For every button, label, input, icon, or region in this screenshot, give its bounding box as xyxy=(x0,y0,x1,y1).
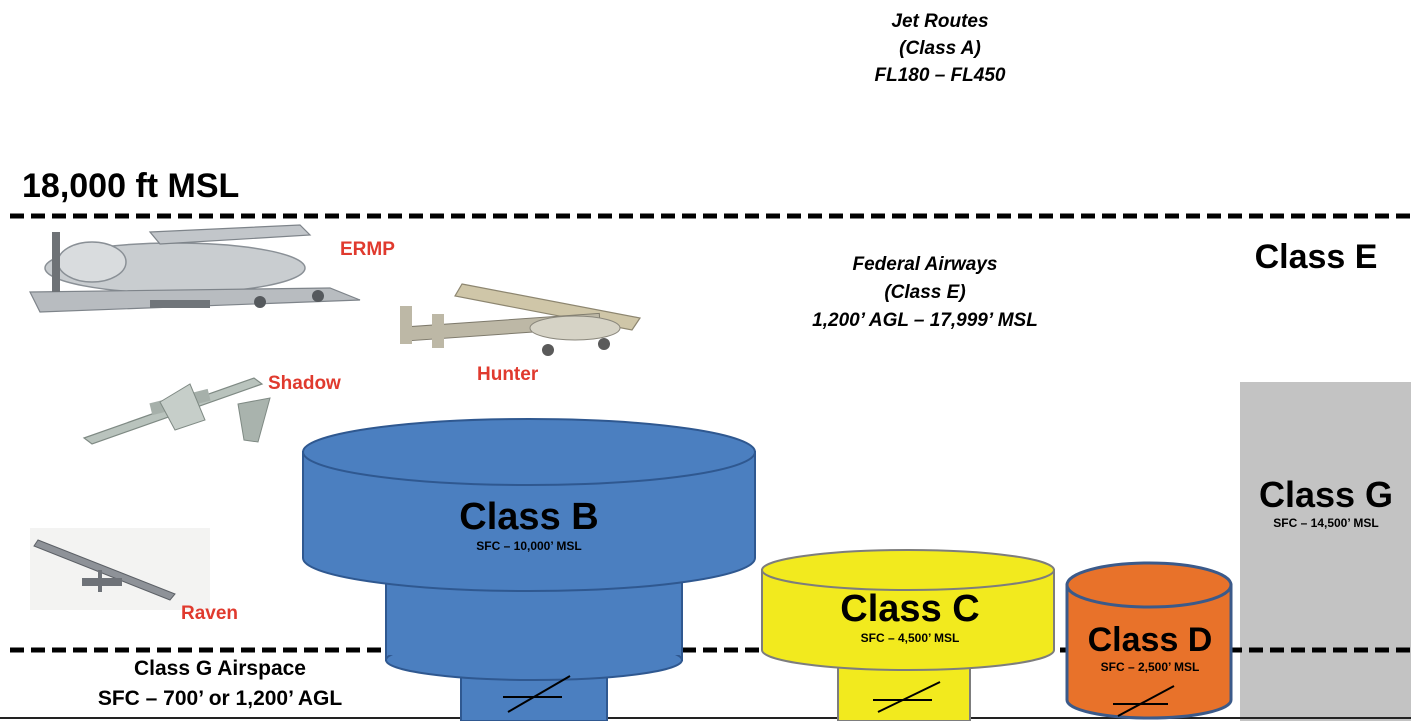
class-e-label: Class E xyxy=(1254,238,1378,276)
jet-routes-line-2: (Class A) xyxy=(899,38,981,59)
class-d-label: Class D SFC – 2,500’ MSL xyxy=(1068,621,1232,674)
federal-airways-line-1: Federal Airways xyxy=(852,254,998,275)
altitude-marker-label: 18,000 ft MSL xyxy=(22,167,240,205)
federal-airways-label: Federal Airways (Class E) 1,200’ AGL – 1… xyxy=(750,251,1100,335)
class-d-range: SFC – 2,500’ MSL xyxy=(1100,660,1200,674)
class-g-column-range: SFC – 14,500’ MSL xyxy=(1273,516,1379,530)
class-b-title: Class B xyxy=(459,496,599,538)
class-b-cylinder xyxy=(302,418,756,721)
class-c-cylinder xyxy=(761,549,1055,721)
class-d-title: Class D xyxy=(1087,621,1213,659)
federal-airways-line-3: 1,200’ AGL – 17,999’ MSL xyxy=(812,310,1038,331)
jet-routes-line-1: Jet Routes xyxy=(891,11,989,32)
class-g-column-title: Class G xyxy=(1258,474,1394,515)
jet-routes-label: Jet Routes (Class A) FL180 – FL450 xyxy=(840,8,1040,89)
hunter-label: Hunter xyxy=(477,364,539,385)
class-g-airspace-line-2: SFC – 700’ or 1,200’ AGL xyxy=(97,687,343,710)
federal-airways-line-2: (Class E) xyxy=(884,282,966,303)
class-g-airspace-line-1: Class G Airspace xyxy=(134,657,306,680)
hunter-uav-image xyxy=(400,283,642,356)
class-g-airspace-label: Class G Airspace SFC – 700’ or 1,200’ AG… xyxy=(30,654,410,714)
class-c-title: Class C xyxy=(840,588,980,630)
class-b-range: SFC – 10,000’ MSL xyxy=(476,539,582,553)
class-g-column-label: Class G SFC – 14,500’ MSL xyxy=(1241,474,1411,530)
ermp-uav-image xyxy=(29,224,361,313)
jet-routes-line-3: FL180 – FL450 xyxy=(874,65,1006,86)
class-g-column xyxy=(1240,382,1411,721)
class-c-label: Class C SFC – 4,500’ MSL xyxy=(800,588,1020,645)
class-c-range: SFC – 4,500’ MSL xyxy=(860,631,960,645)
raven-label: Raven xyxy=(181,603,239,624)
shadow-label: Shadow xyxy=(268,373,341,394)
ermp-label: ERMP xyxy=(340,239,395,260)
shadow-uav-image xyxy=(82,377,271,445)
raven-uav-image xyxy=(30,528,210,610)
class-d-cylinder xyxy=(1065,561,1233,720)
class-b-label: Class B SFC – 10,000’ MSL xyxy=(404,496,654,553)
